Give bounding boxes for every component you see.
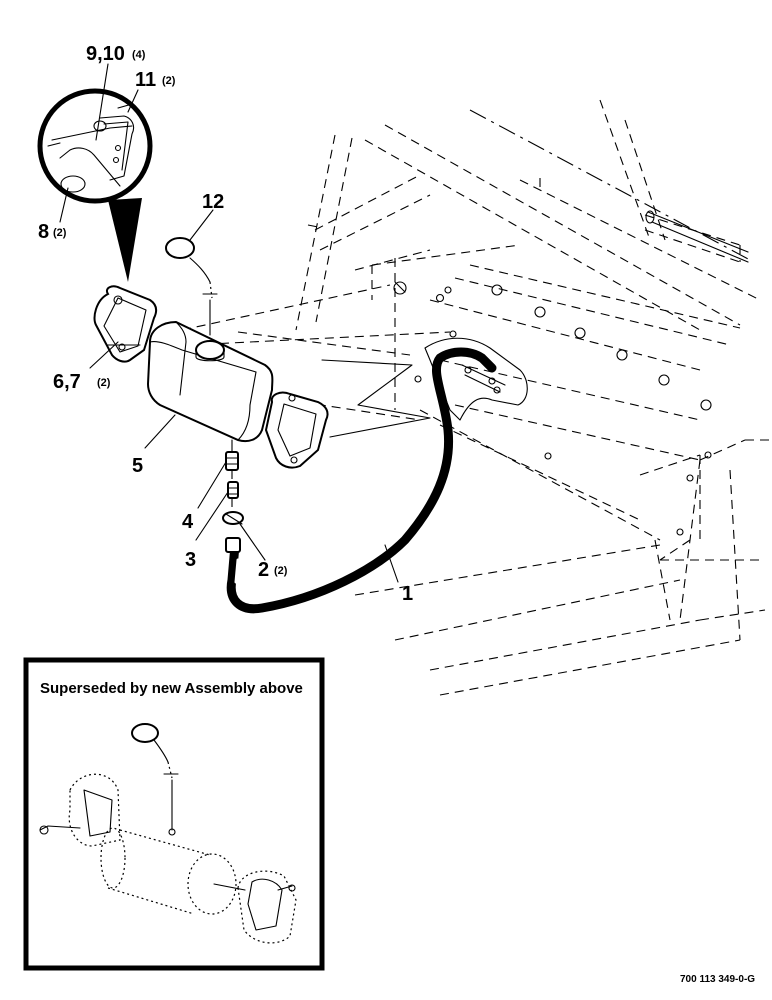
document-id: 700 113 349-0-G	[680, 974, 755, 985]
callout-9-10-qty: (4)	[132, 49, 146, 61]
fitting-part-3	[227, 481, 239, 499]
detail-callout-circle	[37, 88, 153, 282]
frame-mount-plate	[393, 281, 528, 421]
callout-8: 8	[38, 221, 49, 243]
fitting-part-4	[225, 451, 239, 471]
callout-labels: 9,10 (4) 11 (2) 8 (2) 12 6,7 (2) 5 4 3 2…	[38, 43, 413, 605]
hose-part-1	[226, 347, 497, 614]
callout-8-qty: (2)	[53, 227, 67, 239]
clamp-part-2	[222, 511, 244, 525]
superseded-inset: Superseded by new Assembly above	[23, 657, 325, 971]
hose-end	[225, 537, 241, 553]
machine-frame	[295, 99, 770, 696]
callout-4: 4	[182, 511, 194, 533]
strap-bracket-right	[264, 391, 329, 469]
callout-5: 5	[132, 455, 143, 477]
tank-part-5	[146, 320, 274, 453]
callout-9-10: 9,10	[86, 43, 125, 65]
cap-part-12	[165, 237, 218, 336]
callout-6-7: 6,7	[53, 371, 81, 393]
callout-6-7-qty: (2)	[97, 377, 111, 389]
callout-3: 3	[185, 549, 196, 571]
callout-11: 11	[135, 69, 156, 91]
callout-2-qty: (2)	[274, 565, 288, 577]
callout-12: 12	[202, 191, 224, 213]
leader-lines	[59, 63, 399, 583]
callout-11-qty: (2)	[162, 75, 176, 87]
strap-bracket-left	[93, 285, 158, 363]
inset-title: Superseded by new Assembly above	[40, 680, 303, 697]
callout-2: 2	[258, 559, 269, 581]
callout-1: 1	[402, 583, 413, 605]
